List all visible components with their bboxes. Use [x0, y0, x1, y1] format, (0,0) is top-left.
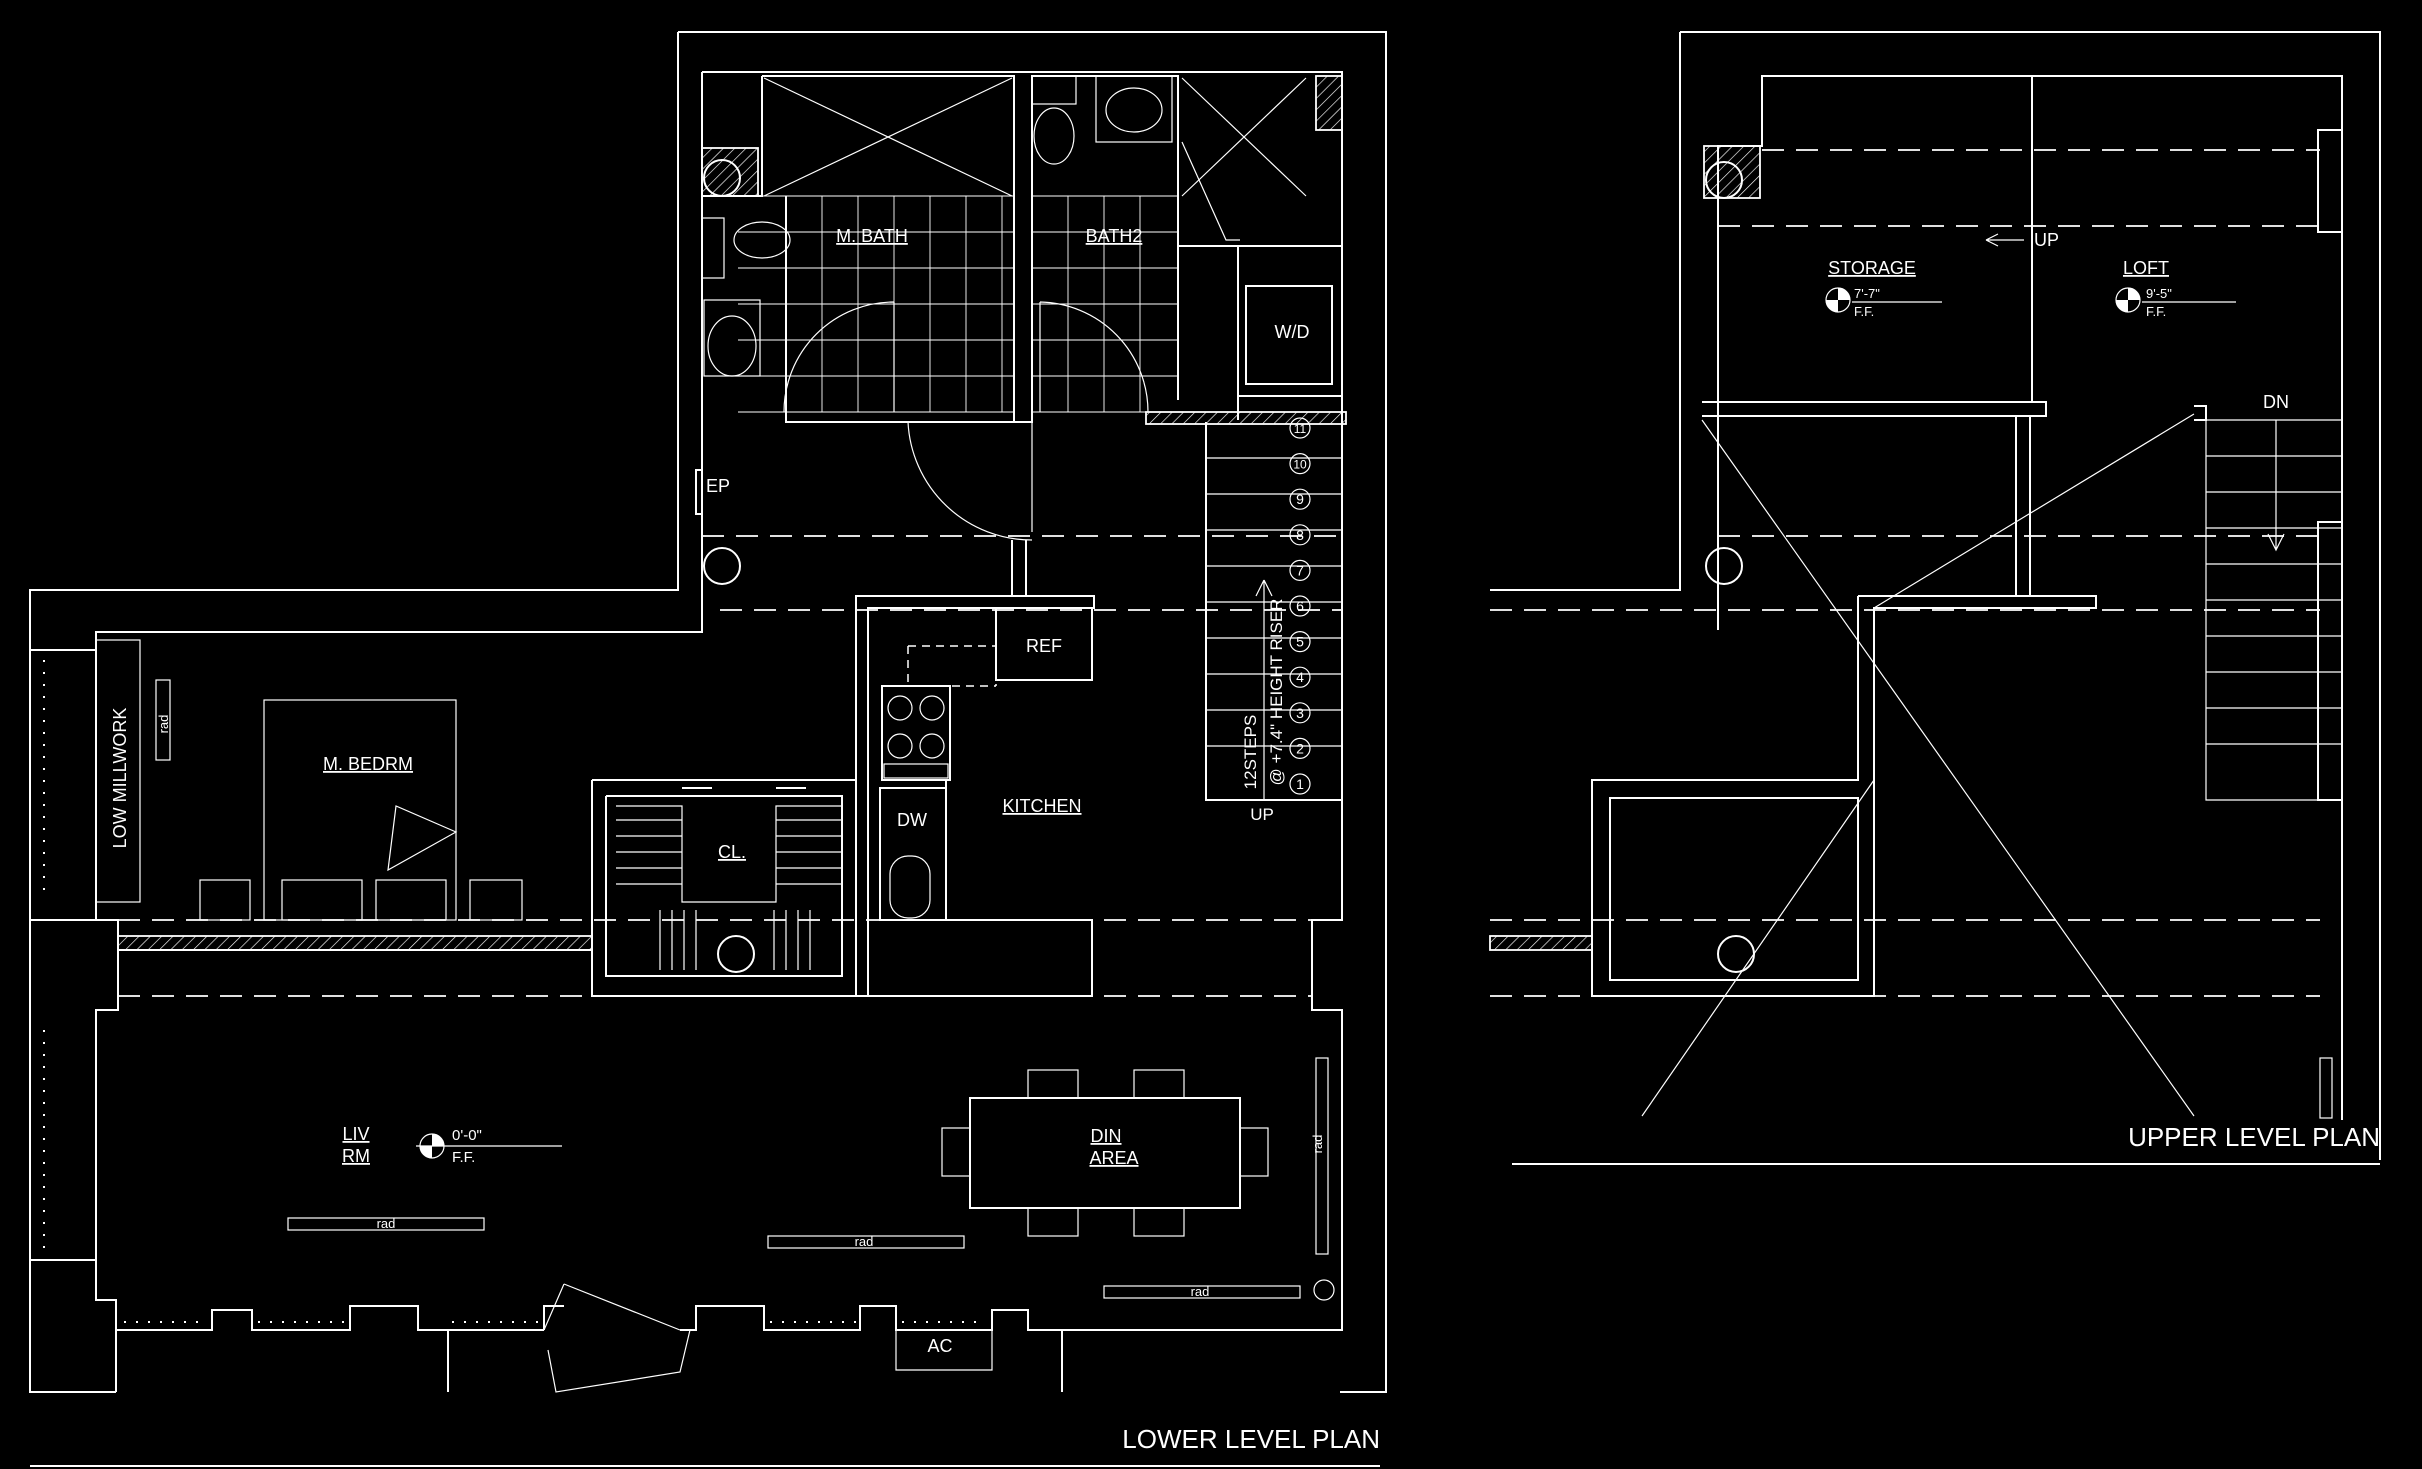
stair-step-number: 8 — [1296, 527, 1304, 543]
stair-step-number: 10 — [1293, 458, 1307, 472]
bath2-tile — [1032, 195, 1178, 413]
stair-step-circle — [1289, 453, 1311, 475]
room-label-ref: REF — [1026, 636, 1062, 656]
room-label-closet: CL. — [718, 842, 746, 862]
room-label-kitchen: KITCHEN — [1002, 796, 1081, 816]
storage-elevation-value: 7'-7" — [1854, 286, 1880, 301]
lower-stair — [1205, 422, 1343, 801]
stair-step-circle — [1289, 737, 1311, 760]
stair-step-number: 3 — [1296, 705, 1304, 721]
storage-elevation-marker — [1825, 287, 1942, 313]
stair-direction-label: UP — [1250, 805, 1274, 824]
lower-level-plan — [29, 31, 1387, 1467]
stair-step-markers: 1 2 3 4 5 6 7 8 9 10 11 — [1289, 417, 1311, 795]
loft-elevation-reference: F.F. — [2146, 304, 2166, 319]
stair-step-circle — [1289, 417, 1311, 439]
stair-step-number: 6 — [1296, 598, 1304, 614]
room-label-ac: AC — [927, 1336, 952, 1356]
stair-step-number: 2 — [1296, 740, 1304, 756]
room-label-loft: LOFT — [2123, 258, 2169, 278]
room-label-ep: EP — [706, 476, 730, 496]
stair-step-circle — [1289, 630, 1311, 653]
stair-step-circle — [1289, 488, 1311, 510]
stair-step-circle — [1289, 666, 1311, 688]
radiator-label: rad — [1310, 1135, 1325, 1154]
lower-plan-title: LOWER LEVEL PLAN — [1122, 1424, 1380, 1454]
room-label-dining-2: AREA — [1089, 1148, 1138, 1168]
radiator-label: rad — [855, 1234, 874, 1249]
radiator-label: rad — [156, 715, 171, 734]
radiator-label: rad — [1191, 1284, 1210, 1299]
stair-step-number: 11 — [1294, 422, 1307, 436]
stair-step-circle — [1289, 524, 1311, 546]
loft-elevation-value: 9'-5" — [2146, 286, 2172, 301]
room-label-dw: DW — [897, 810, 927, 830]
stair-step-number: 1 — [1296, 776, 1304, 792]
stair-step-circle — [1289, 773, 1311, 795]
loft-elevation-marker — [2115, 287, 2236, 313]
room-label-low-millwork: LOW MILLWORK — [110, 708, 130, 849]
storage-elevation-reference: F.F. — [1854, 304, 1874, 319]
room-label-master-bedroom: M. BEDRM — [323, 754, 413, 774]
stair-step-circle — [1289, 559, 1311, 582]
room-label-master-bath: M. BATH — [836, 226, 908, 246]
room-label-dining-1: DIN — [1091, 1126, 1122, 1146]
stair-step-circle — [1289, 702, 1311, 724]
elevation-reference: F.F. — [452, 1149, 475, 1166]
upper-up-label: UP — [2034, 230, 2059, 250]
upper-level-plan — [1489, 31, 2381, 1165]
stair-step-number: 4 — [1296, 669, 1304, 685]
room-label-wd: W/D — [1275, 322, 1310, 342]
upper-stair — [2205, 419, 2343, 801]
room-label-living-2: RM — [342, 1146, 370, 1166]
stair-step-number: 7 — [1296, 562, 1304, 578]
stair-riser-label: @ +7.4" HEIGHT RISER — [1267, 599, 1286, 786]
stair-steps-label: 12STEPS — [1241, 715, 1260, 790]
lower-elevation-marker — [416, 1133, 562, 1159]
stair-step-circle — [1289, 595, 1311, 617]
radiator-label: rad — [377, 1216, 396, 1231]
room-label-storage: STORAGE — [1828, 258, 1916, 278]
room-label-bath2: BATH2 — [1086, 226, 1143, 246]
elevation-value: 0'-0" — [452, 1127, 482, 1144]
room-label-living-1: LIV — [342, 1124, 369, 1144]
stair-step-number: 5 — [1296, 634, 1304, 650]
upper-down-label: DN — [2263, 392, 2289, 412]
stair-step-number: 9 — [1296, 491, 1304, 507]
upper-plan-title: UPPER LEVEL PLAN — [2128, 1122, 2380, 1152]
